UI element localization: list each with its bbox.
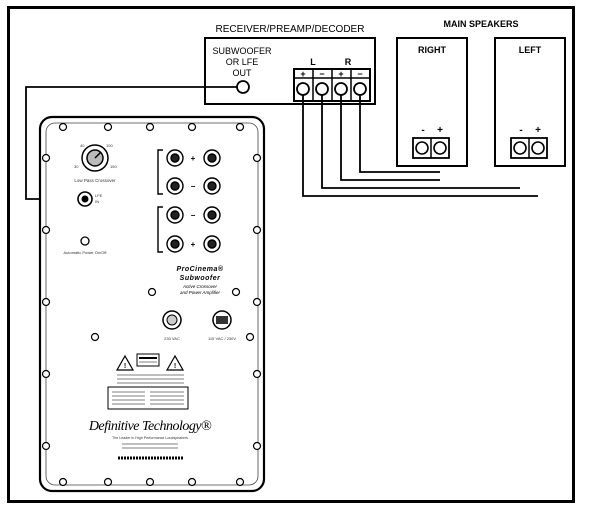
svg-text:40: 40 — [80, 143, 85, 148]
receiver-r-neg-sign: − — [357, 69, 362, 79]
left-speaker-pos-terminal — [531, 141, 545, 155]
wire-right-neg — [359, 95, 440, 173]
wire-left-pos — [302, 95, 538, 197]
left-speaker-pos-sign: + — [535, 125, 541, 136]
lfe-input-jack: LFE IN — [77, 191, 103, 207]
warning-label: ! ! — [107, 353, 189, 410]
receiver-r-neg-terminal — [353, 82, 367, 96]
fuse-holder — [162, 310, 182, 330]
svg-text:IN: IN — [95, 199, 99, 204]
crossover-label: Low Pass Crossover — [74, 178, 116, 183]
desc-line2: and Power Amplifier — [180, 290, 221, 295]
auto-power-led — [80, 236, 90, 246]
auto-power-label: Automatic Power On/Off — [63, 250, 107, 255]
receiver-l-neg-sign: − — [319, 69, 324, 79]
receiver-l-pos-sign: + — [300, 69, 305, 79]
wire-right-pos — [340, 95, 440, 181]
svg-text:150: 150 — [110, 164, 117, 169]
right-speaker-neg-sign: - — [421, 125, 424, 136]
svg-text:+: + — [191, 240, 196, 249]
subwoofer-panel: 40 100 30 150 Low Pass Crossover LFE IN … — [38, 115, 266, 493]
svg-text:−: − — [191, 211, 196, 220]
left-speaker-label: LEFT — [519, 45, 542, 55]
receiver-sub-line1: SUBWOOFER — [212, 46, 272, 56]
receiver-left-channel-label: L — [310, 57, 316, 67]
model-line1: ProCinema® — [176, 265, 223, 273]
right-speaker-neg-terminal — [415, 141, 429, 155]
model-line2: Subwoofer — [180, 275, 221, 282]
brand-tagline: The Leader In High Performance Loudspeak… — [112, 436, 188, 440]
low-pass-crossover-knob: 40 100 30 150 — [74, 143, 117, 172]
right-speaker-label: RIGHT — [418, 45, 447, 55]
panel-screws — [41, 122, 262, 487]
svg-text:−: − — [191, 182, 196, 191]
receiver-r-pos-terminal — [334, 82, 348, 96]
desc-line1: Active Crossover — [182, 284, 218, 289]
receiver-sub-line2: OR LFE — [226, 57, 259, 67]
receiver-l-neg-terminal — [315, 82, 329, 96]
receiver-l-pos-terminal — [296, 82, 310, 96]
left-speaker-neg-sign: - — [519, 125, 522, 136]
svg-text:!: ! — [174, 363, 176, 370]
receiver-title: RECEIVER/PREAMP/DECODER — [216, 24, 365, 35]
subwoofer-out-jack — [236, 80, 250, 94]
left-speaker-neg-terminal — [513, 141, 527, 155]
wire-left-neg — [321, 95, 520, 189]
power-label: 115 VAC / 230V — [208, 336, 236, 341]
serial-barcode — [118, 443, 184, 460]
svg-text:+: + — [191, 154, 196, 163]
main-speakers-title: MAIN SPEAKERS — [443, 19, 518, 29]
speaker-level-inputs — [157, 149, 221, 253]
power-voltage-switch — [212, 310, 232, 330]
fuse-label: 230 VAC — [164, 336, 180, 341]
brand-logo: Definitive Technology® — [88, 419, 212, 434]
receiver-r-pos-sign: + — [338, 69, 343, 79]
right-speaker-pos-terminal — [433, 141, 447, 155]
svg-text:100: 100 — [106, 143, 113, 148]
svg-text:LFE: LFE — [95, 193, 103, 198]
svg-text:30: 30 — [74, 164, 79, 169]
right-speaker-pos-sign: + — [437, 125, 443, 136]
svg-text:!: ! — [124, 363, 126, 370]
receiver-sub-line3: OUT — [233, 68, 253, 78]
receiver-right-channel-label: R — [345, 57, 352, 67]
